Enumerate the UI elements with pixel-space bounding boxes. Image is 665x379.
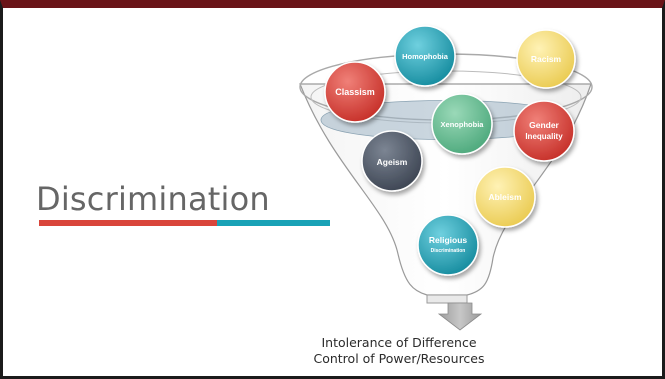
title-underline-red: [39, 220, 217, 226]
title-underline-teal: [217, 220, 330, 226]
bubble-label-racism: Racism: [531, 54, 562, 64]
bubble-label-religious: Religious: [429, 235, 468, 245]
funnel-diagram: Homophobia Racism Classism Xenophobia Ge…: [299, 25, 593, 331]
bubble-label-ableism: Ableism: [488, 192, 522, 202]
bubble-ageism: Ageism: [361, 130, 423, 192]
bubble-label-classism: Classism: [335, 87, 375, 97]
down-arrow-icon: [437, 302, 483, 331]
bubble-label-homophobia: Homophobia: [402, 52, 449, 61]
slide-title: Discrimination: [36, 180, 270, 218]
bubble-label-discrimination: Discrimination: [431, 248, 466, 254]
bubble-label-inequality: Inequality: [525, 132, 563, 141]
bubble-xenophobia: Xenophobia: [431, 93, 493, 155]
bubble-ableism: Ableism: [474, 166, 536, 228]
bubble-religious-discrimination: Religious Discrimination: [417, 214, 479, 276]
bubble-homophobia: Homophobia: [394, 25, 456, 87]
funnel-spout: [426, 294, 468, 304]
caption-line-control: Control of Power/Resources: [313, 351, 485, 366]
bubble-gender-inequality: Gender Inequality: [513, 100, 575, 162]
bubble-classism: Classism: [324, 61, 386, 123]
bubble-label-gender: Gender: [529, 120, 559, 130]
bubble-label-xenophobia: Xenophobia: [441, 120, 485, 129]
funnel-output-caption: Intolerance of Difference Control of Pow…: [293, 335, 505, 367]
bubble-label-ageism: Ageism: [377, 157, 408, 167]
caption-line-intolerance: Intolerance of Difference: [321, 335, 477, 350]
bubble-racism: Racism: [516, 29, 576, 89]
